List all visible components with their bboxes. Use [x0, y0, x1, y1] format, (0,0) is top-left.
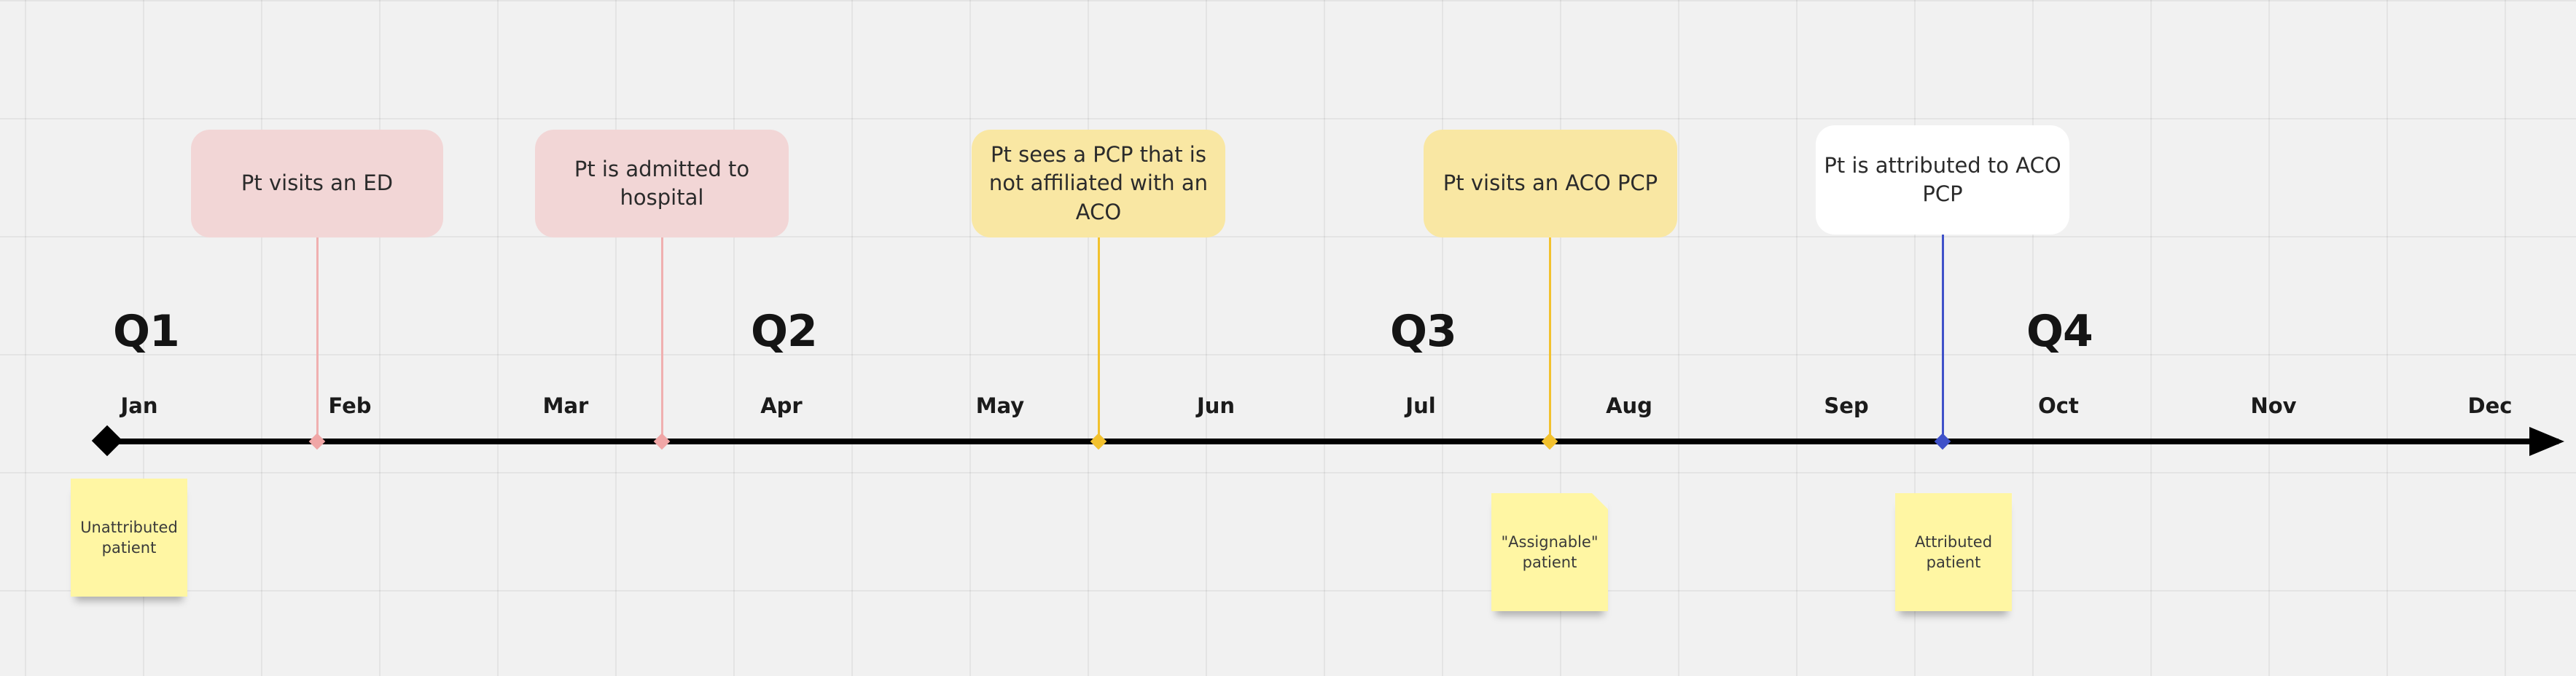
event-card-hospital-admission[interactable]: Pt is admitted to hospital	[535, 130, 789, 237]
timeline-start-diamond-icon	[91, 425, 123, 457]
connector-attribution	[1942, 235, 1944, 441]
event-card-text: Pt visits an ACO PCP	[1443, 170, 1658, 196]
event-card-text: Pt visits an ED	[241, 170, 394, 196]
sticky-note-unattributed[interactable]: Unattributed patient	[71, 479, 187, 597]
connector-non-aco-pcp	[1098, 237, 1100, 441]
timeline-arrow-icon	[2529, 427, 2564, 456]
event-card-non-aco-pcp[interactable]: Pt sees a PCP that is not affiliated wit…	[972, 130, 1225, 237]
event-card-aco-pcp-visit[interactable]: Pt visits an ACO PCP	[1424, 130, 1677, 237]
event-card-text: Pt sees a PCP that is not affiliated wit…	[988, 142, 1209, 224]
event-card-text: Pt is admitted to hospital	[574, 156, 750, 210]
quarter-label-q1: Q1	[113, 306, 180, 357]
month-label-nov: Nov	[2250, 393, 2297, 418]
month-label-aug: Aug	[1606, 393, 1652, 418]
quarter-label-q4: Q4	[2026, 306, 2093, 357]
event-marker-non-aco-pcp	[1090, 433, 1107, 450]
sticky-note-text: Unattributed patient	[80, 518, 178, 557]
sticky-note-text: "Assignable" patient	[1501, 532, 1599, 571]
event-card-ed-visit[interactable]: Pt visits an ED	[191, 130, 443, 237]
sticky-fold-corner	[1592, 493, 1608, 509]
month-label-apr: Apr	[760, 393, 803, 418]
connector-aco-pcp-visit	[1549, 237, 1551, 441]
month-label-may: May	[975, 393, 1025, 418]
month-label-jun: Jun	[1196, 393, 1236, 418]
month-label-mar: Mar	[542, 393, 589, 418]
event-marker-ed-visit	[308, 433, 326, 450]
month-label-feb: Feb	[328, 393, 372, 418]
event-marker-attribution	[1934, 433, 1951, 450]
event-card-attribution[interactable]: Pt is attributed to ACO PCP	[1816, 125, 2069, 235]
event-marker-hospital-admission	[653, 433, 671, 450]
month-label-jan: Jan	[120, 393, 158, 418]
quarter-label-q3: Q3	[1390, 306, 1457, 357]
month-label-oct: Oct	[2038, 393, 2079, 418]
quarter-label-q2: Q2	[751, 306, 818, 357]
month-label-sep: Sep	[1824, 393, 1869, 418]
connector-hospital-admission	[661, 237, 663, 441]
connector-ed-visit	[316, 237, 319, 441]
sticky-note-attributed[interactable]: Attributed patient	[1895, 493, 2012, 611]
event-marker-aco-pcp-visit	[1541, 433, 1558, 450]
sticky-note-assignable[interactable]: "Assignable" patient	[1491, 493, 1608, 611]
month-label-dec: Dec	[2467, 393, 2513, 418]
timeline-axis	[102, 439, 2559, 444]
month-label-jul: Jul	[1405, 393, 1436, 418]
event-card-text: Pt is attributed to ACO PCP	[1824, 152, 2061, 206]
sticky-note-text: Attributed patient	[1914, 532, 1993, 571]
